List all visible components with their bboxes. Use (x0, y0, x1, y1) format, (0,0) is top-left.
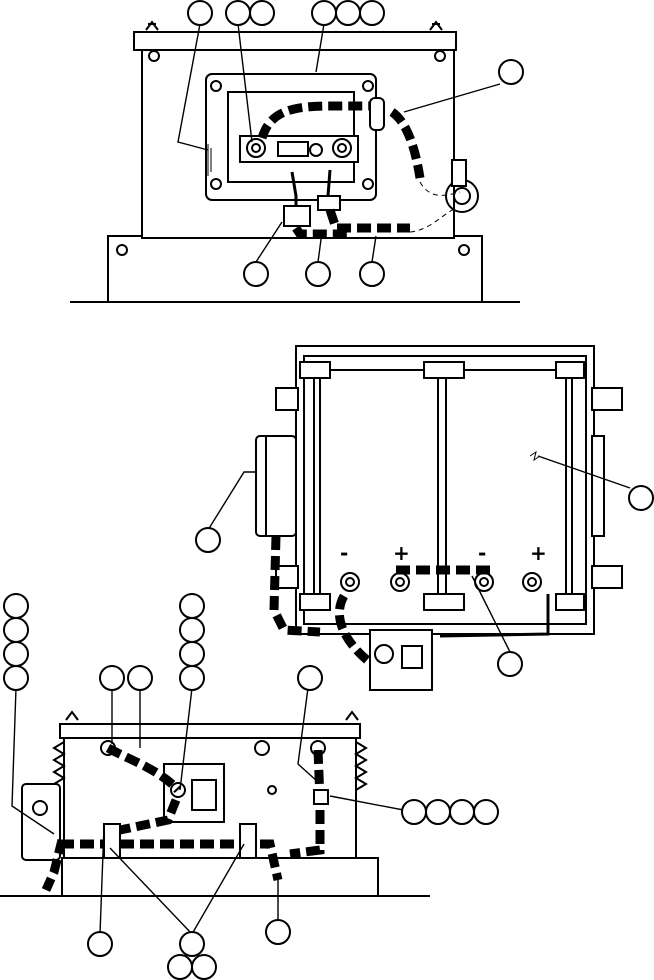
callout-balloon (179, 931, 205, 957)
callout-balloon (449, 799, 475, 825)
box-lid (133, 31, 457, 51)
plan-cable-left (269, 535, 321, 637)
main-cable-down (389, 108, 425, 179)
grommet (369, 97, 385, 131)
top-view (70, 20, 520, 303)
side-cable-upper (105, 744, 182, 794)
callout-balloon (87, 931, 113, 957)
connector-right (317, 195, 341, 211)
polarity-mark-2: + (393, 541, 410, 565)
callout-balloon (359, 261, 385, 287)
callout-balloon (497, 651, 523, 677)
battery-terminals (340, 572, 542, 592)
callout-balloon (243, 261, 269, 287)
side-connector-housing (21, 783, 61, 861)
side-cable-right (289, 749, 325, 859)
side-cable-drop (119, 798, 181, 835)
lower-cable-right (325, 208, 410, 233)
callout-balloon (473, 799, 499, 825)
callout-balloon (167, 954, 193, 980)
callout-balloon (335, 0, 361, 26)
polarity-mark-4: + (530, 541, 547, 565)
callout-balloon (187, 0, 213, 26)
base-frame (107, 235, 483, 303)
callout-balloon (265, 919, 291, 945)
leader-lines (11, 23, 631, 935)
callout-balloon (628, 485, 654, 511)
callout-balloon (3, 641, 29, 667)
plan-cable-lower (334, 593, 381, 672)
polarity-mark-1: - (340, 541, 348, 565)
lid-wing-nuts (145, 20, 443, 31)
callout-balloon (99, 665, 125, 691)
callout-balloon (359, 0, 385, 26)
callout-balloon (3, 665, 29, 691)
callout-balloon (249, 0, 275, 26)
callout-balloon (127, 665, 153, 691)
lower-cable-left (292, 225, 350, 239)
callout-balloon (3, 593, 29, 619)
callout-balloon (401, 799, 427, 825)
corner-pad (299, 361, 331, 379)
plan-view: - + - + (255, 345, 623, 691)
callout-balloon (498, 59, 524, 85)
callout-balloon (225, 0, 251, 26)
callout-balloon (191, 954, 217, 980)
callout-balloon (195, 527, 221, 553)
callout-balloon (3, 617, 29, 643)
main-cable-top (257, 101, 389, 140)
side-harness (60, 839, 283, 881)
side-lid (59, 723, 361, 739)
side-base-frame (61, 857, 379, 897)
handle-top (591, 387, 623, 411)
callout-balloon (179, 641, 205, 667)
side-view (0, 710, 430, 897)
callout-balloon (425, 799, 451, 825)
polarity-mark-3: - (478, 541, 486, 565)
side-pigtail (41, 838, 67, 892)
connector-left (283, 205, 311, 227)
callout-balloon (297, 665, 323, 691)
handle-bottom (591, 565, 623, 589)
callout-balloon (311, 0, 337, 26)
callout-balloon (179, 593, 205, 619)
callout-balloon (179, 665, 205, 691)
callout-balloons (3, 0, 654, 980)
side-box (255, 435, 297, 537)
callout-balloon (179, 617, 205, 643)
callout-balloon (305, 261, 331, 287)
